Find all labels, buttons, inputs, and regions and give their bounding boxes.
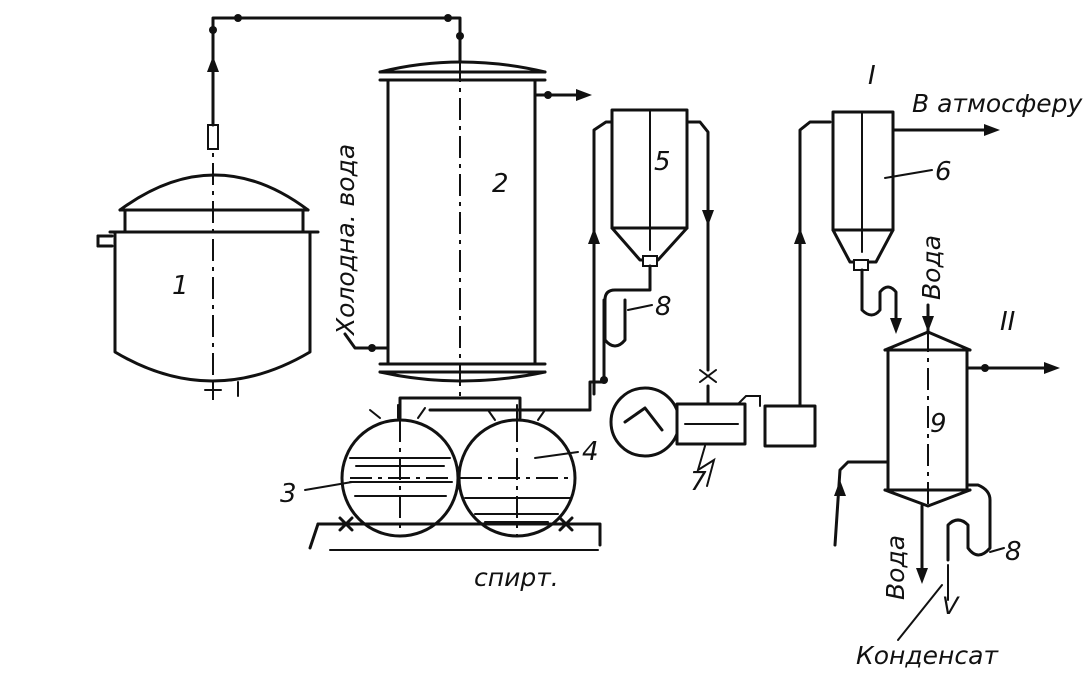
vessel-9 bbox=[833, 303, 1060, 601]
label-1: 1 bbox=[172, 271, 189, 301]
text-v-mark: V bbox=[942, 592, 960, 620]
label-roman-II: II bbox=[1000, 307, 1015, 337]
label-4: 4 bbox=[582, 437, 599, 467]
label-roman-I: I bbox=[868, 61, 876, 91]
label-3: 3 bbox=[280, 479, 297, 509]
text-water-bottom: Вода bbox=[881, 535, 910, 600]
text-cold-water: Холодна. вода bbox=[331, 144, 360, 337]
condenser-2 bbox=[343, 60, 592, 398]
text-water-top: Вода bbox=[917, 235, 946, 300]
pump-and-unit-7 bbox=[609, 120, 832, 487]
text-to-atmosphere: В атмосферу bbox=[912, 89, 1084, 118]
u-loop-8-left bbox=[603, 264, 652, 348]
label-5: 5 bbox=[654, 147, 671, 177]
label-2: 2 bbox=[492, 169, 509, 199]
vapour-line bbox=[207, 14, 464, 127]
alcohol-outlet bbox=[308, 516, 602, 551]
receiver-3 bbox=[340, 404, 460, 538]
label-6: 6 bbox=[935, 157, 952, 187]
label-7: 7 bbox=[690, 467, 707, 497]
text-condensate: Конденсат bbox=[856, 641, 999, 670]
distillate-lines bbox=[398, 120, 614, 420]
label-8-right: 8 bbox=[1005, 537, 1022, 567]
separator-6 bbox=[831, 110, 1000, 334]
receiver-4 bbox=[457, 404, 577, 538]
separator-5 bbox=[610, 108, 717, 383]
text-alcohol: спирт. bbox=[474, 563, 559, 592]
vessel-1 bbox=[96, 124, 320, 400]
label-8-left: 8 bbox=[655, 292, 672, 322]
label-9: 9 bbox=[930, 409, 947, 439]
